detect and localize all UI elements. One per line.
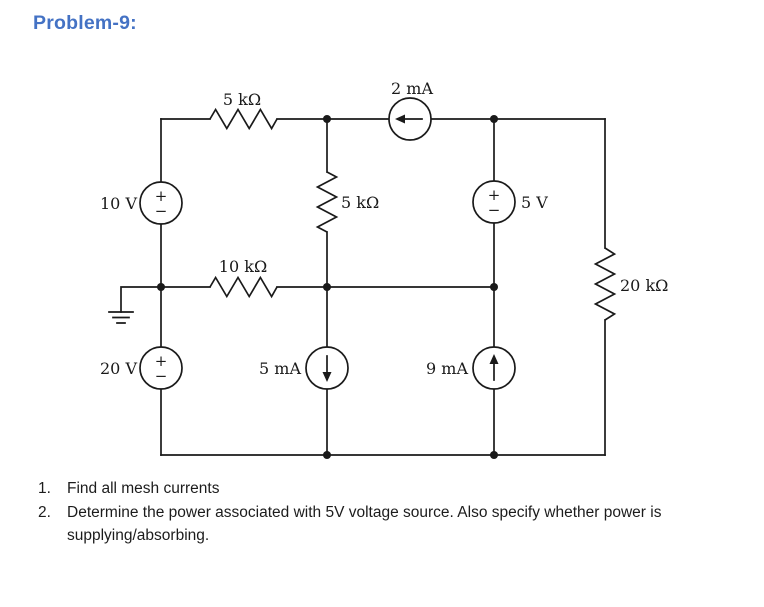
minus-sign: − bbox=[155, 202, 168, 220]
question-number: 1. bbox=[38, 480, 51, 497]
voltage-source-label: 10 V bbox=[100, 194, 137, 213]
question-list: 1. Find all mesh currents 2. Determine t… bbox=[38, 477, 728, 548]
voltage-source-label: 5 V bbox=[521, 193, 548, 212]
ground-bars bbox=[108, 311, 134, 324]
junction-dot bbox=[323, 283, 331, 291]
current-source-label: 2 mA bbox=[391, 79, 433, 98]
junction-dot bbox=[323, 451, 331, 459]
voltage-source-circle bbox=[139, 346, 183, 390]
current-source-2ma: 2 mA bbox=[388, 79, 433, 141]
question-number: 2. bbox=[38, 503, 51, 521]
current-source-label: 5 mA bbox=[259, 359, 301, 378]
question-item-1: 1. Find all mesh currents bbox=[38, 477, 728, 501]
current-source-label: 9 mA bbox=[426, 359, 468, 378]
current-source-5ma: 5 mA bbox=[259, 346, 349, 390]
resistor-10k-middle: 10 kΩ bbox=[209, 257, 278, 299]
voltage-source-20v: + − 20 V bbox=[100, 346, 183, 390]
junction-dot bbox=[490, 115, 498, 123]
resistor-5k-middle: 5 kΩ bbox=[315, 171, 379, 233]
resistor-5k-top: 5 kΩ bbox=[209, 90, 278, 131]
current-source-9ma: 9 mA bbox=[426, 346, 516, 390]
ground-symbol bbox=[108, 286, 162, 324]
resistor-label: 20 kΩ bbox=[620, 276, 668, 295]
arrow-down-icon bbox=[322, 372, 332, 382]
voltage-source-5v: + − 5 V bbox=[472, 180, 548, 224]
resistor-label: 5 kΩ bbox=[341, 193, 379, 212]
junction-dot bbox=[490, 283, 498, 291]
junction-dot bbox=[490, 451, 498, 459]
minus-sign: − bbox=[488, 201, 501, 219]
question-text: Find all mesh currents bbox=[67, 480, 220, 497]
resistor-zigzag bbox=[209, 275, 278, 299]
resistor-20k-right: 20 kΩ bbox=[593, 247, 668, 321]
page-title: Problem-9: bbox=[33, 12, 137, 34]
voltage-source-10v: + − 10 V bbox=[100, 181, 183, 225]
resistor-label: 5 kΩ bbox=[223, 90, 261, 109]
question-text: Determine the power associated with 5V v… bbox=[67, 503, 662, 545]
junction-dot bbox=[323, 115, 331, 123]
resistor-label: 10 kΩ bbox=[219, 257, 267, 276]
junction-dots bbox=[157, 115, 498, 459]
junction-dot bbox=[157, 283, 165, 291]
plus-sign: + bbox=[488, 186, 501, 204]
minus-sign: − bbox=[155, 367, 168, 385]
voltage-source-circle bbox=[139, 181, 183, 225]
voltage-source-label: 20 V bbox=[100, 359, 137, 378]
plus-sign: + bbox=[155, 187, 168, 205]
resistor-zigzag bbox=[209, 107, 278, 131]
circuit-wires bbox=[160, 118, 606, 456]
resistor-zigzag bbox=[593, 247, 617, 321]
arrow-left-icon bbox=[395, 114, 405, 124]
ground-stub bbox=[120, 286, 162, 313]
question-item-2: 2. Determine the power associated with 5… bbox=[38, 501, 728, 548]
resistor-zigzag bbox=[315, 171, 339, 233]
plus-sign: + bbox=[155, 352, 168, 370]
voltage-source-circle bbox=[472, 180, 516, 224]
arrow-up-icon bbox=[489, 354, 499, 364]
